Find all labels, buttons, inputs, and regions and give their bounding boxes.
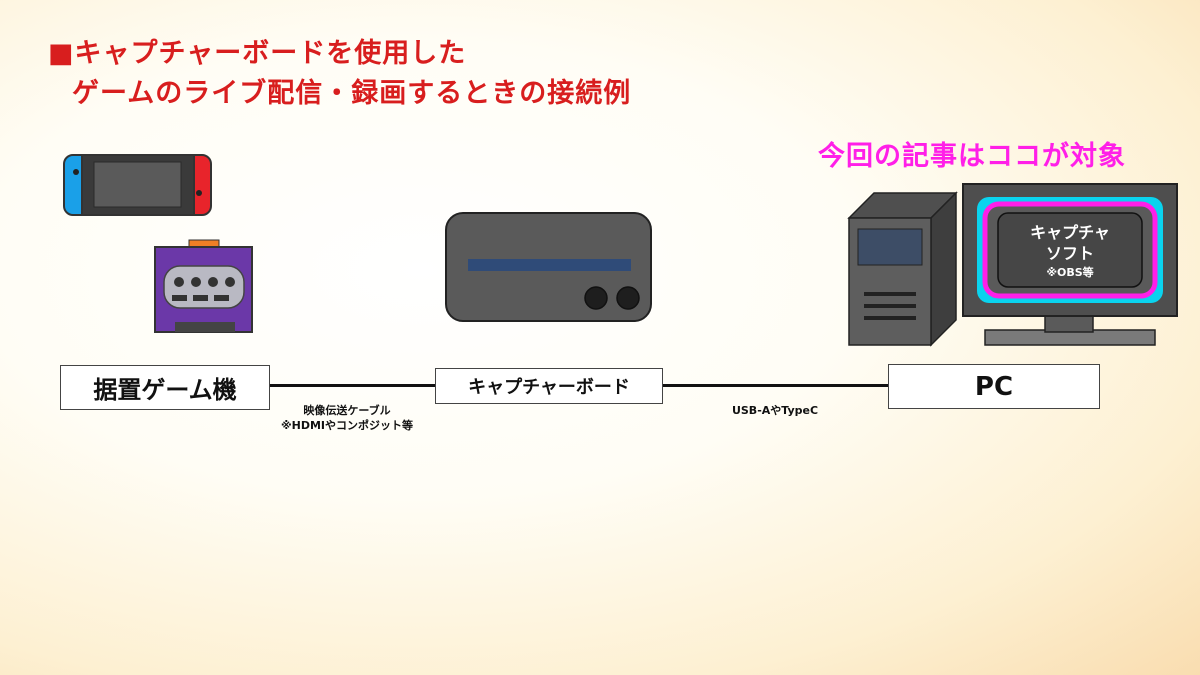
capture-board-node: キャプチャーボード [435,368,663,404]
video-cable-label-line-1: 映像伝送ケーブル [303,404,391,417]
page-title: ■キャプチャーボードを使用した ゲームのライブ配信・録画するときの接続例 [48,34,631,114]
handheld-console-icon [63,154,212,216]
cube-console-icon [154,239,253,333]
monitor-screen-line-1: キャプチャ [1030,223,1110,242]
monitor-screen-text: キャプチャ ソフト ※OBS等 [1000,222,1140,282]
title-line-1: キャプチャーボードを使用した [74,38,467,69]
monitor-screen-line-2: ソフト [1045,244,1094,263]
title-line-2: ゲームのライブ配信・録画するときの接続例 [72,78,632,109]
target-highlight-label: 今回の記事はココが対象 [818,141,1126,172]
usb-cable-line [663,384,888,387]
video-cable-label-line-2: ※HDMIやコンポジット等 [280,419,414,432]
pc-node: PC [888,364,1100,409]
video-cable-label: 映像伝送ケーブル ※HDMIやコンポジット等 [262,403,432,433]
pc-tower-icon [847,191,958,347]
monitor-screen-note: ※OBS等 [1046,266,1094,279]
monitor-icon [962,183,1178,346]
console-node: 据置ゲーム機 [60,365,270,410]
usb-cable-label: USB-AやTypeC [731,404,819,417]
capture-board-icon [445,212,652,322]
title-marker-icon: ■ [48,38,75,69]
video-cable-line [270,384,435,387]
